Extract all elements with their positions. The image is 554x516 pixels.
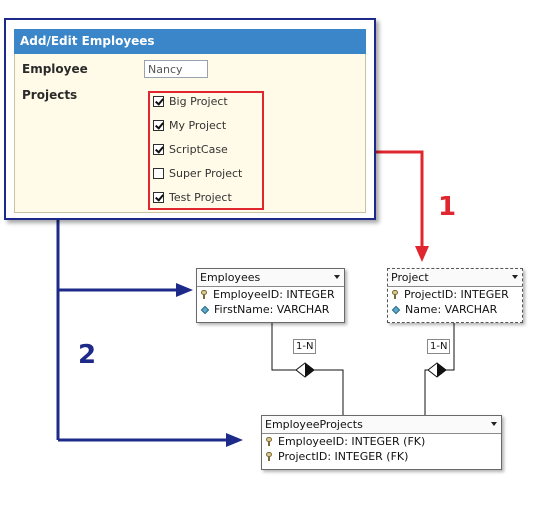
field-label: EmployeeID: INTEGER (FK) [278, 435, 426, 448]
table-field: ProjectID: INTEGER [388, 287, 522, 302]
projects-highlight-box [148, 91, 264, 210]
project-option[interactable]: Big Project [153, 93, 228, 109]
form-panel [14, 29, 366, 213]
checkbox[interactable] [153, 95, 164, 107]
field-label: ProjectID: INTEGER (FK) [278, 450, 409, 463]
key-icon [392, 290, 399, 299]
field-label: ProjectID: INTEGER [404, 288, 509, 301]
project-option-label: ScriptCase [169, 142, 228, 156]
checkbox[interactable] [153, 119, 164, 131]
diamond-icon [200, 305, 210, 314]
table-name: Project [391, 271, 429, 284]
project-option[interactable]: My Project [153, 117, 226, 133]
dropdown-arrow-icon[interactable] [334, 275, 340, 279]
diamond-icon [391, 305, 401, 314]
employee-label: Employee [22, 62, 88, 76]
project-option[interactable]: Test Project [153, 189, 232, 205]
relation-diamond-left-fill [305, 363, 314, 377]
form-title: Add/Edit Employees [14, 29, 366, 54]
dropdown-arrow-icon[interactable] [491, 422, 497, 426]
table-name: Employees [200, 271, 261, 284]
field-label: EmployeeID: INTEGER [213, 288, 335, 301]
project-option-label: Big Project [169, 94, 228, 108]
employees-table[interactable]: Employees EmployeeID: INTEGER FirstName:… [196, 268, 345, 323]
field-label: Name: VARCHAR [405, 303, 498, 316]
dropdown-arrow-icon[interactable] [512, 275, 518, 279]
relation-label-left: 1-N [293, 339, 317, 354]
employeeprojects-table[interactable]: EmployeeProjects EmployeeID: INTEGER (FK… [261, 415, 502, 470]
key-icon [266, 452, 273, 461]
table-header: EmployeeProjects [262, 416, 501, 434]
relation-label-right: 1-N [427, 339, 451, 354]
table-field: EmployeeID: INTEGER (FK) [262, 434, 501, 449]
project-table[interactable]: Project ProjectID: INTEGER Name: VARCHAR [387, 268, 523, 323]
table-header: Employees [197, 269, 344, 287]
checkbox[interactable] [153, 191, 164, 203]
project-option[interactable]: ScriptCase [153, 141, 228, 157]
table-field: EmployeeID: INTEGER [197, 287, 344, 302]
key-icon [266, 437, 273, 446]
table-field: ProjectID: INTEGER (FK) [262, 449, 501, 464]
navy-arrowhead-employeeprojects [226, 433, 243, 447]
project-option[interactable]: Super Project [153, 165, 242, 181]
callout-number-1: 1 [438, 192, 457, 222]
project-option-label: Super Project [169, 166, 243, 180]
employee-input[interactable] [144, 60, 208, 78]
project-option-label: Test Project [169, 190, 232, 204]
red-arrowhead [415, 246, 429, 262]
table-field: FirstName: VARCHAR [197, 302, 344, 317]
relation-diamond-right-fill [437, 363, 446, 377]
table-header: Project [388, 269, 522, 287]
table-field: Name: VARCHAR [388, 302, 522, 317]
field-label: FirstName: VARCHAR [214, 303, 330, 316]
key-icon [201, 290, 208, 299]
checkbox[interactable] [153, 167, 164, 179]
table-name: EmployeeProjects [265, 418, 363, 431]
checkbox[interactable] [153, 143, 164, 155]
projects-label: Projects [22, 88, 78, 102]
project-option-label: My Project [169, 118, 227, 132]
navy-arrowhead-employees [176, 283, 193, 297]
callout-number-2: 2 [78, 340, 97, 370]
